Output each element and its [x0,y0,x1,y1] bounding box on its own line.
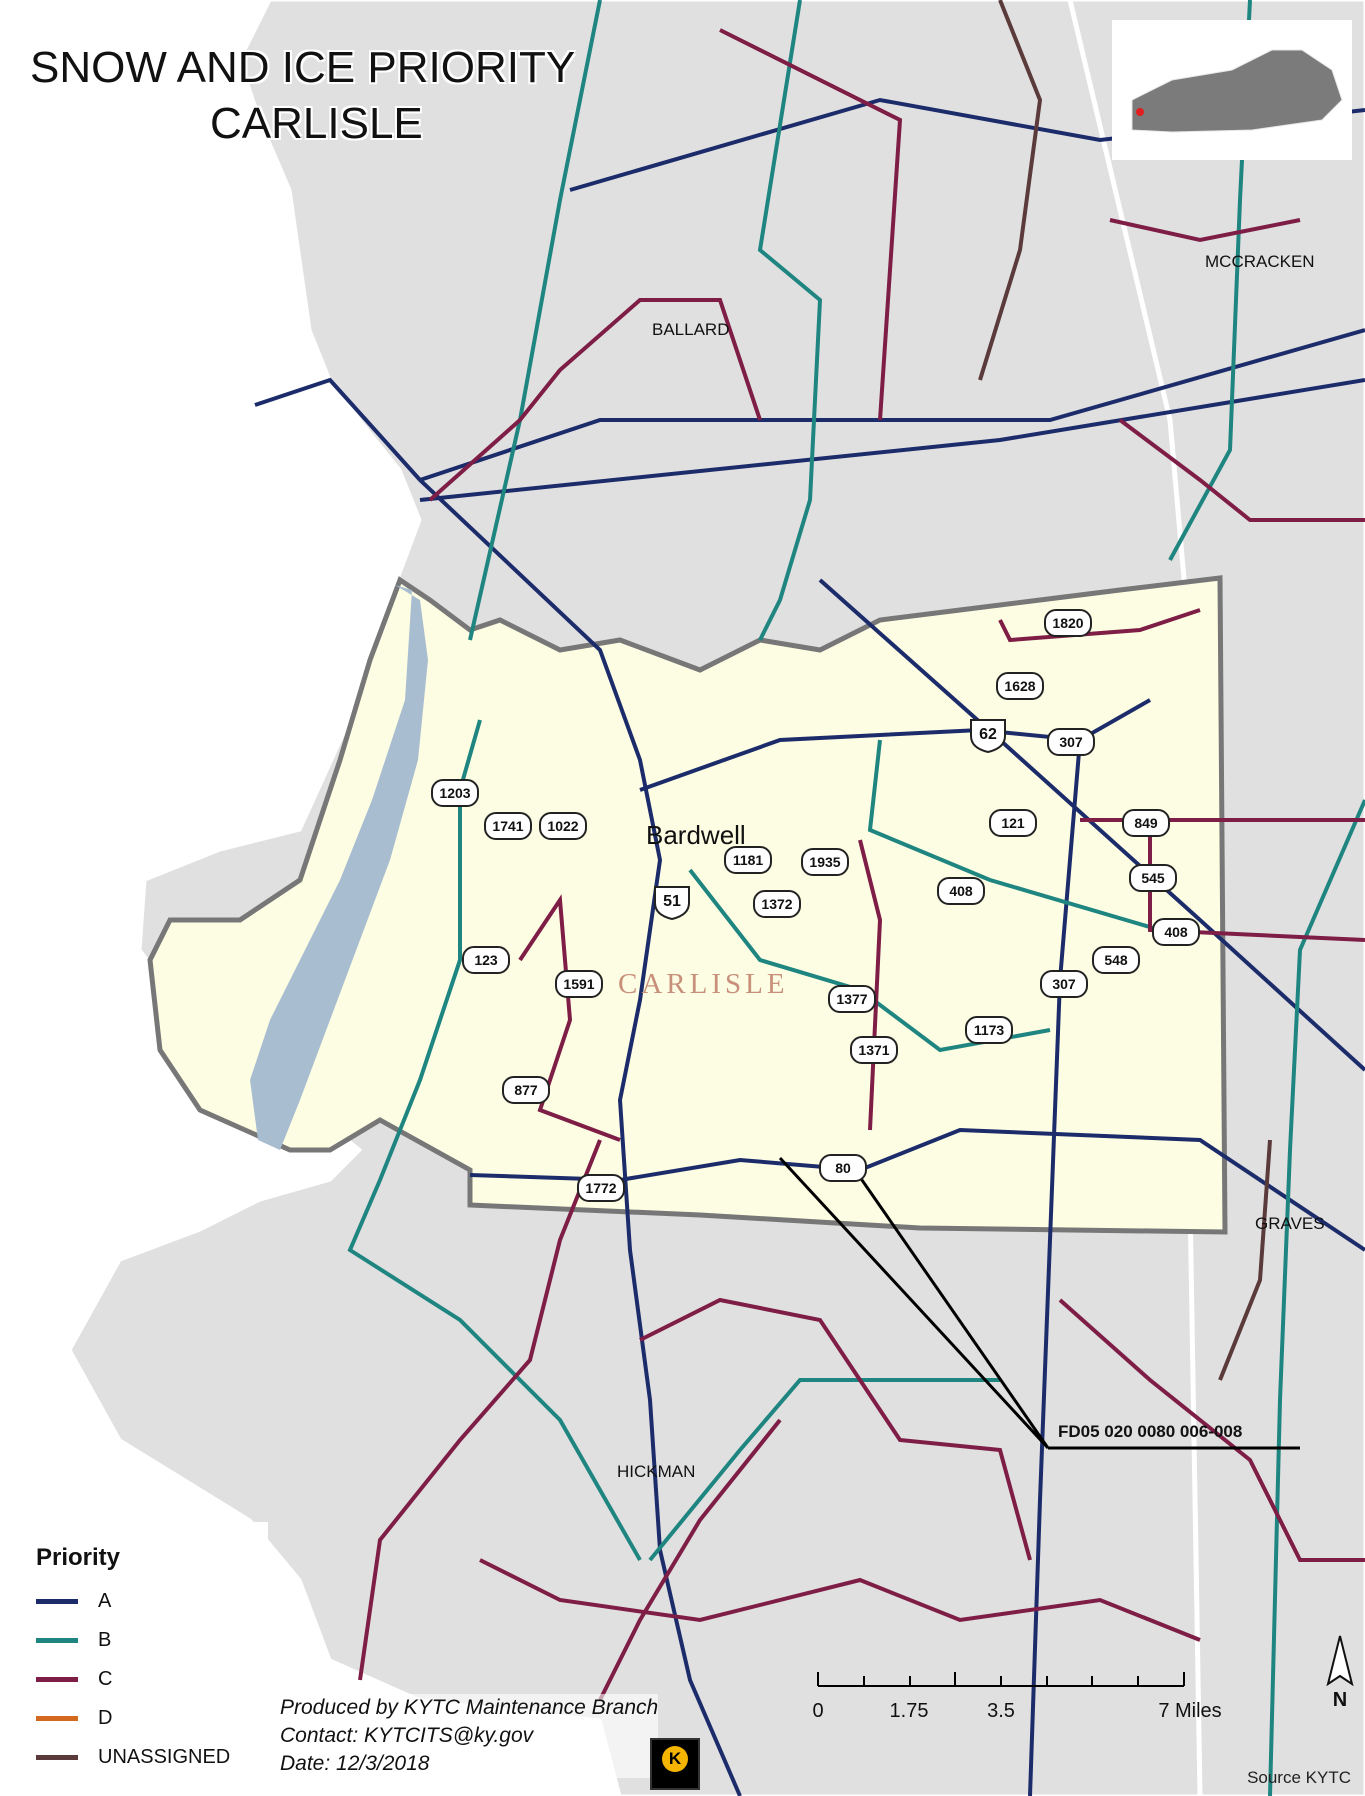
unassigned-roads [978,0,1272,1381]
route-shield[interactable]: 307 [1040,970,1088,998]
kentucky-inset-map [1112,20,1352,160]
priority-c-roads [358,28,1365,1701]
route-shield[interactable]: 877 [502,1076,550,1104]
legend-label-d: D [98,1706,113,1729]
route-shield[interactable]: 121 [989,809,1037,837]
north-arrow-icon [1326,1635,1354,1687]
legend-title: Priority [36,1544,121,1571]
route-shield[interactable]: 80 [819,1154,867,1182]
kentucky-shape [1131,49,1343,133]
us-route-62-label: 62 [979,726,997,743]
town-label-bardwell: Bardwell [646,820,746,850]
route-shield[interactable]: 1203 [431,779,479,807]
river [250,585,428,1150]
county-label-hickman: HICKMAN [617,1462,696,1481]
kytc-logo-letter: K [662,1746,688,1772]
route-shield[interactable]: 1820 [1044,609,1092,637]
route-shield[interactable]: 545 [1129,864,1177,892]
county-label-mccracken: MCCRACKEN [1205,252,1315,271]
credits-block: Produced by KYTC Maintenance Branch Cont… [280,1694,659,1778]
map-title: SNOW AND ICE PRIORITY CARLISLE [30,40,575,152]
county-label-ballard: BALLARD [652,320,730,339]
north-arrow-label: N [1333,1689,1347,1711]
north-arrow: N [1320,1632,1360,1712]
route-shield[interactable]: 1741 [484,812,532,840]
route-shield[interactable]: 1628 [996,672,1044,700]
scale-bar [817,1672,1185,1687]
route-shield[interactable]: 307 [1047,728,1095,756]
county-label-graves: GRAVES [1255,1214,1325,1233]
route-shield[interactable]: 1371 [850,1036,898,1064]
legend-item-d: D [36,1703,112,1733]
legend-label-a: A [98,1589,112,1612]
us-route-shield-62[interactable]: 62 [968,718,1008,754]
route-shield[interactable]: 1772 [577,1174,625,1202]
route-shield[interactable]: 1173 [965,1016,1013,1044]
legend-label-b: B [98,1628,112,1651]
route-shield[interactable]: 123 [462,946,510,974]
title-line-2: CARLISLE [210,99,423,148]
route-shield[interactable]: 1591 [555,970,603,998]
route-shield[interactable]: 548 [1092,946,1140,974]
legend-label-c: C [98,1667,113,1690]
legend-swatch-a [36,1598,78,1604]
credits-line-1: Produced by KYTC Maintenance Branch [280,1696,659,1719]
scale-label-0: 0 [812,1700,824,1722]
callout-lines [778,1156,1300,1450]
legend-item-a: A [36,1586,111,1616]
legend-label-unassigned: UNASSIGNED [98,1745,231,1768]
us-route-51-label: 51 [663,893,681,910]
legend-item-c: C [36,1664,112,1694]
route-shield[interactable]: 1372 [753,890,801,918]
title-line-1: SNOW AND ICE PRIORITY [30,43,576,92]
legend-item-b: B [36,1625,111,1655]
route-shield[interactable]: 849 [1122,809,1170,837]
legend: Priority A B C D UNASSIGNED [0,1522,268,1796]
scale-label-1: 1.75 [889,1700,929,1722]
legend-swatch-unassigned [36,1754,78,1760]
legend-swatch-d [36,1715,78,1721]
route-shield[interactable]: 1022 [539,812,587,840]
route-shield[interactable]: 408 [937,877,985,905]
featured-county-label: CARLISLE [618,968,789,1000]
kytc-logo: K [650,1738,700,1790]
route-shield[interactable]: 1181 [724,846,772,874]
scale-label-2: 3.5 [987,1700,1015,1722]
scale-label-3: 7 Miles [1158,1700,1222,1722]
us-route-shield-51[interactable]: 51 [652,885,692,921]
credits-line-3: Date: 12/3/2018 [280,1752,430,1775]
legend-swatch-c [36,1676,78,1682]
segment-callout-label: FD05 020 0080 006-008 [1058,1422,1243,1441]
route-shield[interactable]: 1377 [828,985,876,1013]
legend-item-unassigned: UNASSIGNED [36,1742,230,1772]
route-shield[interactable]: 408 [1152,918,1200,946]
route-shield[interactable]: 1935 [801,848,849,876]
credits-line-2: Contact: KYTCITS@ky.gov [280,1724,534,1747]
carlisle-marker [1136,108,1144,116]
legend-swatch-b [36,1637,78,1643]
source-credit: Source KYTC [1247,1768,1351,1787]
